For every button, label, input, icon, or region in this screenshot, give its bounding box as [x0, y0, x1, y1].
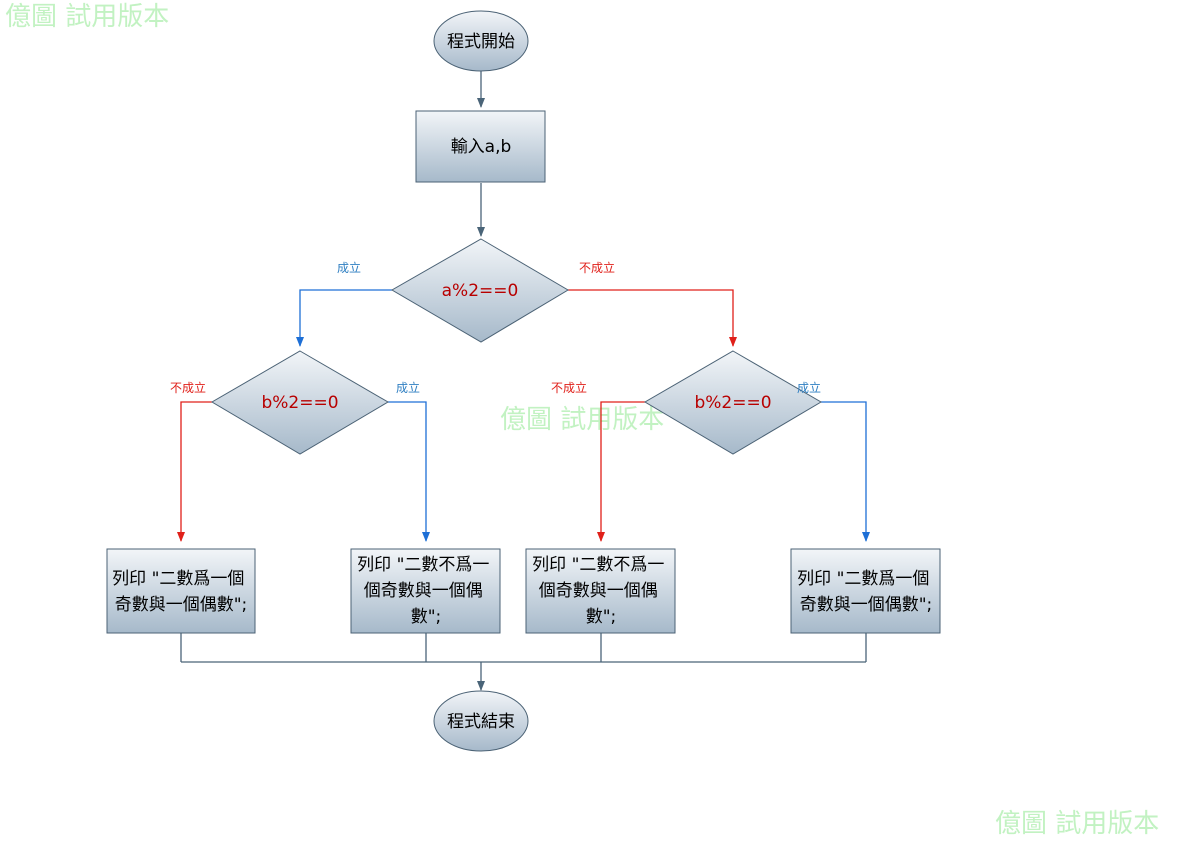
cond-b-left-label: b%2==0 [261, 393, 338, 413]
output-3-line-1: 列印 "二數不爲一 [532, 555, 664, 575]
output-text-4: 列印 "二數爲一個 奇數與一個偶數"; [797, 569, 935, 615]
output-1-line-1: 列印 "二數爲一個 [112, 569, 244, 589]
label-a-true: 成立 [337, 260, 361, 275]
output-2-line-1: 列印 "二數不爲一 [357, 555, 489, 575]
input-label: 輸入a,b [451, 137, 512, 157]
output-node-3 [525, 548, 676, 634]
output-2-line-2: 個奇數與一個偶 [364, 581, 483, 601]
label-b-right-true: 成立 [797, 380, 821, 395]
watermark-top-left: 億圖 試用版本 [5, 2, 169, 32]
cond-b-right-node [644, 350, 822, 455]
branch-b-right-true [821, 401, 870, 542]
output-2-line-3: 數"; [411, 607, 442, 627]
merge-connectors [180, 633, 867, 663]
branch-b-left-false [177, 401, 212, 542]
branch-b-right-false [597, 401, 645, 542]
label-b-left-false: 不成立 [170, 380, 206, 395]
branch-a-true [296, 289, 392, 347]
branch-a-false [568, 289, 737, 347]
cond-a-label: a%2==0 [442, 281, 519, 301]
end-node [433, 690, 529, 752]
watermark-center: 億圖 試用版本 [500, 405, 664, 435]
output-text-2: 列印 "二數不爲一 個奇數與一個偶 數"; [357, 555, 495, 627]
watermark-bottom-right: 億圖 試用版本 [995, 809, 1159, 839]
input-node [415, 110, 546, 183]
label-a-false: 不成立 [579, 260, 615, 275]
output-1-line-2: 奇數與一個偶數"; [115, 595, 248, 615]
cond-a-node [391, 238, 569, 343]
output-node-2 [350, 548, 501, 634]
label-b-left-true: 成立 [396, 380, 420, 395]
end-label: 程式結束 [447, 712, 515, 732]
output-node-4 [790, 548, 941, 634]
start-label: 程式開始 [447, 32, 515, 52]
output-text-1: 列印 "二數爲一個 奇數與一個偶數"; [112, 569, 250, 615]
output-4-line-1: 列印 "二數爲一個 [797, 569, 929, 589]
label-b-right-false: 不成立 [551, 380, 587, 395]
output-text-3: 列印 "二數不爲一 個奇數與一個偶 數"; [532, 555, 670, 627]
output-4-line-2: 奇數與一個偶數"; [800, 595, 933, 615]
output-3-line-3: 數"; [586, 607, 617, 627]
output-node-1 [106, 548, 256, 634]
cond-b-left-node [211, 350, 389, 455]
output-3-line-2: 個奇數與一個偶 [539, 581, 658, 601]
cond-b-right-label: b%2==0 [694, 393, 771, 413]
branch-b-left-true [388, 401, 430, 542]
start-node [433, 10, 529, 72]
